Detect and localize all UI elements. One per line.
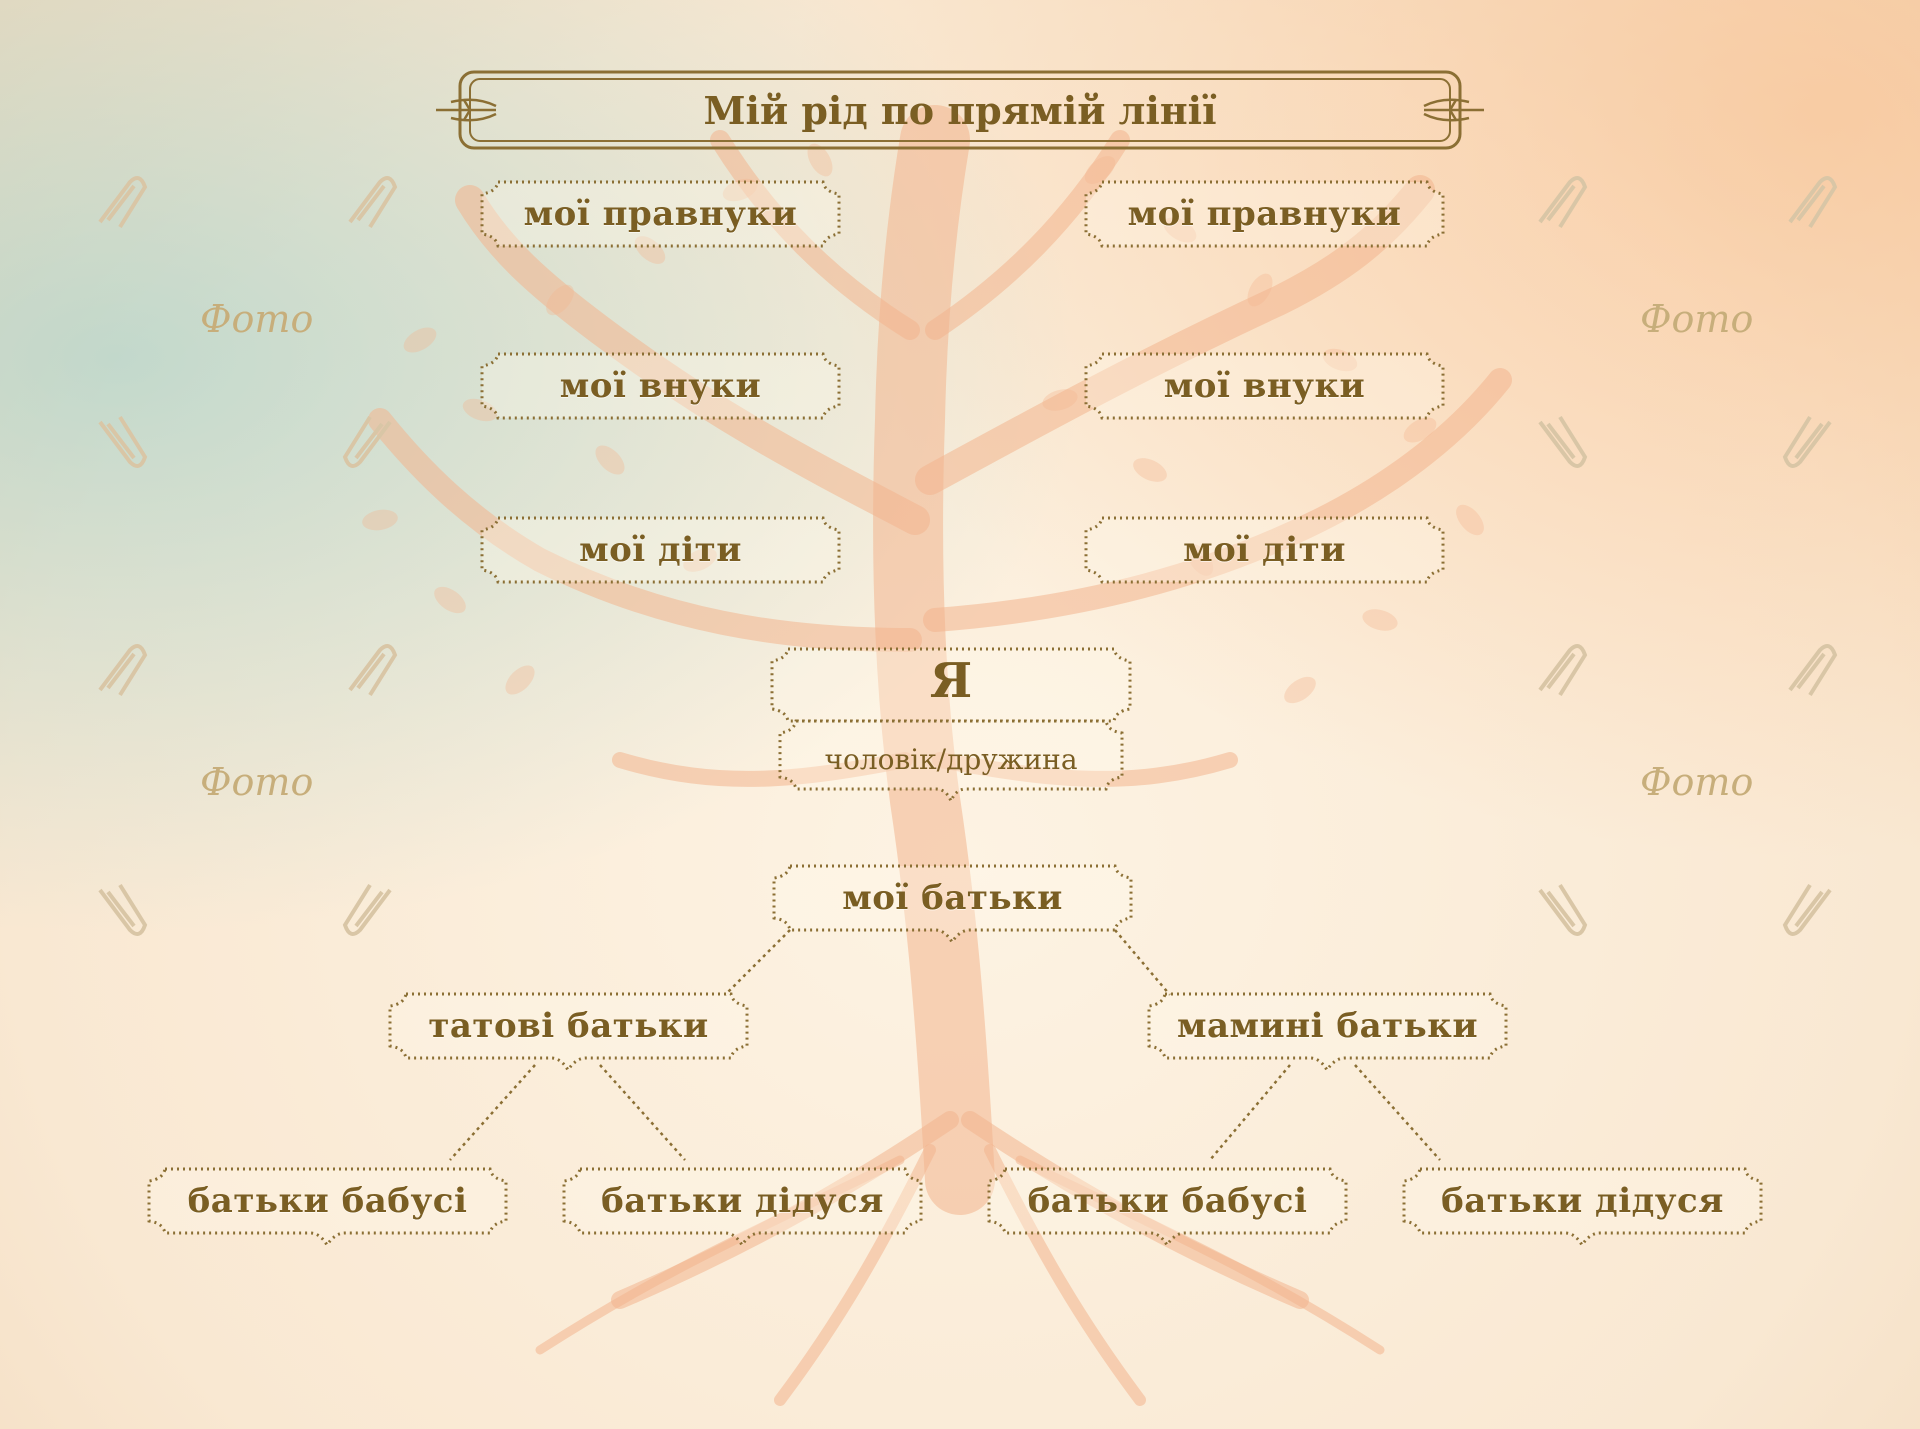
label-mothers-parents[interactable]: мамині батьки <box>1145 990 1510 1073</box>
photo-corner-clip-icon <box>98 415 148 468</box>
photo-corner-clip-icon <box>1538 644 1588 697</box>
self-frame <box>770 647 1132 805</box>
label-grandchildren-right[interactable]: мої внуки <box>1082 350 1447 422</box>
photo-label: Фото <box>1640 297 1754 341</box>
label-frame <box>772 864 1133 945</box>
photo-corner-clip-icon <box>98 176 148 229</box>
label-grandchildren-left[interactable]: мої внуки <box>478 350 843 422</box>
label-frame <box>1402 1167 1763 1248</box>
photo-corner-clip-icon <box>1788 644 1838 697</box>
page-title: Мій рід по прямій лінії <box>703 87 1217 133</box>
photo-corner-clip-icon <box>348 176 398 229</box>
title-ornament-right <box>1423 98 1484 122</box>
label-text: батьки дідуся <box>1441 1181 1724 1221</box>
photo-corner-clip-icon <box>1788 176 1838 229</box>
photo-corner-clip-icon <box>342 883 392 936</box>
spouse-label: чоловік/дружина <box>824 743 1078 776</box>
label-text: мої правнуки <box>1127 194 1402 234</box>
label-text: татові батьки <box>428 1006 709 1046</box>
photo-corner-clip-icon <box>1538 415 1588 468</box>
photo-corner-clip-icon <box>1782 415 1832 468</box>
photo-corner-clip-icon <box>348 644 398 697</box>
photo-frame-top-left[interactable]: Фото <box>90 172 398 468</box>
title-banner: Мій рід по прямій лінії <box>436 68 1484 152</box>
label-text: мої діти <box>1183 530 1346 570</box>
label-text: батьки дідуся <box>601 1181 884 1221</box>
label-text: мої внуки <box>1163 366 1366 406</box>
label-text: батьки бабусі <box>1027 1181 1308 1221</box>
label-frame <box>1084 516 1445 584</box>
label-grandfathers-parents-paternal[interactable]: батьки дідуся <box>560 1165 925 1248</box>
photo-frame-bottom-right[interactable]: Фото <box>1530 640 1838 936</box>
label-frame <box>388 992 749 1073</box>
label-frame <box>480 352 841 420</box>
photo-corner-clip-icon <box>98 883 148 936</box>
photo-corner-clip-icon <box>1782 883 1832 936</box>
photo-frame-top-right[interactable]: Фото <box>1530 172 1838 468</box>
label-text: мої батьки <box>842 878 1063 918</box>
label-text: мої правнуки <box>523 194 798 234</box>
label-frame <box>480 180 841 248</box>
photo-corner-clip-icon <box>98 644 148 697</box>
self-spouse-box[interactable]: Я чоловік/дружина <box>766 645 1136 805</box>
label-grandfathers-parents-maternal[interactable]: батьки дідуся <box>1400 1165 1765 1248</box>
label-frame <box>1147 992 1508 1073</box>
photo-corner-clip-icon <box>1538 883 1588 936</box>
label-text: мамині батьки <box>1176 1006 1479 1046</box>
label-children-right[interactable]: мої діти <box>1082 514 1447 586</box>
label-great-grandchildren-right[interactable]: мої правнуки <box>1082 178 1447 250</box>
label-frame <box>562 1167 923 1248</box>
photo-label: Фото <box>1640 760 1754 804</box>
label-text: мої діти <box>579 530 742 570</box>
label-grandmothers-parents-paternal[interactable]: батьки бабусі <box>145 1165 510 1248</box>
label-fathers-parents[interactable]: татові батьки <box>386 990 751 1073</box>
label-frame <box>147 1167 508 1248</box>
label-great-grandchildren-left[interactable]: мої правнуки <box>478 178 843 250</box>
label-frame <box>1084 180 1445 248</box>
label-text: батьки бабусі <box>187 1181 468 1221</box>
photo-label: Фото <box>200 760 314 804</box>
label-frame <box>1084 352 1445 420</box>
photo-corner-clip-icon <box>342 415 392 468</box>
label-text: мої внуки <box>559 366 762 406</box>
photo-label: Фото <box>200 297 314 341</box>
label-frame <box>987 1167 1348 1248</box>
self-label: Я <box>929 653 973 709</box>
title-ornament-left <box>436 98 497 122</box>
photo-corner-clip-icon <box>1538 176 1588 229</box>
label-frame <box>480 516 841 584</box>
label-children-left[interactable]: мої діти <box>478 514 843 586</box>
photo-frame-bottom-left[interactable]: Фото <box>90 640 398 936</box>
label-grandmothers-parents-maternal[interactable]: батьки бабусі <box>985 1165 1350 1248</box>
label-parents[interactable]: мої батьки <box>770 862 1135 945</box>
